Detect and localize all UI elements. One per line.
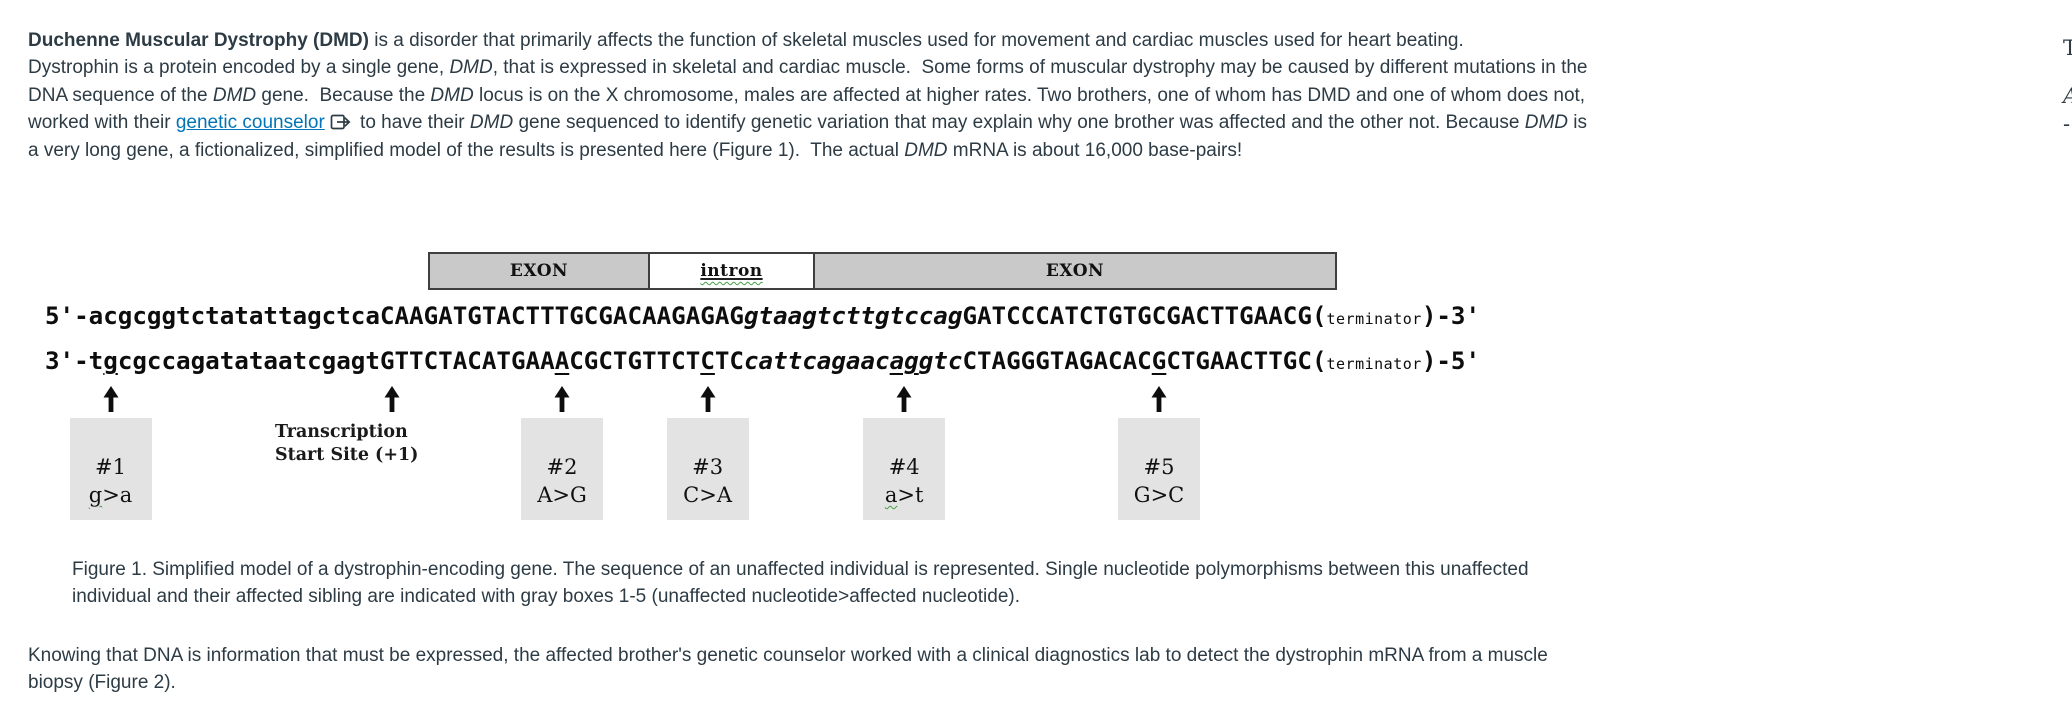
text-segment: is — [1568, 112, 1587, 134]
sequence-segment: cgccagatataatcgagt — [117, 347, 380, 375]
text-segment: DNA sequence of the — [28, 84, 213, 106]
sequence-segment: ( — [1311, 347, 1327, 375]
snp-nucleotide: G — [1151, 347, 1167, 375]
snp-change: G>C — [1133, 483, 1185, 507]
sequence-segment: ( — [1311, 302, 1327, 330]
sequence-segment: gtc — [918, 347, 963, 375]
genetic-counselor-link[interactable]: genetic counselor — [175, 112, 325, 134]
exon-label: EXON — [1045, 261, 1105, 281]
snp-id: #4 — [888, 455, 920, 479]
sequence-segment: 5'-acgcggtctatattagctca — [45, 302, 380, 330]
intron-box: intron — [650, 254, 815, 288]
text-segment: locus is on the X chromosome, males are … — [473, 84, 1586, 106]
sequence-segment: gtaagtcttgtccag — [744, 302, 963, 330]
snp-arrow-icon-4 — [896, 386, 912, 412]
tss-arrow-icon — [384, 386, 400, 412]
text-line: Dystrophin is a protein encoded by a sin… — [28, 54, 2013, 81]
sequence-segment: cattcagaac — [744, 347, 890, 375]
closing-line-2: biopsy (Figure 2). — [28, 672, 176, 694]
snp-arrow-icon-1 — [103, 386, 119, 412]
clipped-text-fragment: T — [2063, 36, 2072, 60]
gene-structure-bar: EXON intron EXON — [428, 252, 1337, 290]
text-line: Duchenne Muscular Dystrophy (DMD) is a d… — [28, 27, 2013, 54]
text-segment: DMD — [1524, 112, 1568, 134]
closing-line-1: Knowing that DNA is information that mus… — [28, 645, 1548, 666]
sequence-segment: CTAGGGTAGACAC — [962, 347, 1152, 375]
sequence-segment: terminator — [1326, 355, 1422, 373]
snp-id: #3 — [692, 455, 724, 479]
text-line: a very long gene, a fictionalized, simpl… — [28, 137, 2013, 164]
dna-strand-5to3: 5'-acgcggtctatattagctcaCAAGATGTACTTTGCGA… — [45, 301, 1480, 334]
sequence-segment: CAAGATGTACTTTGCGACAAGAGAG — [379, 302, 744, 330]
sequence-segment: 3'-t — [45, 347, 104, 375]
transcription-start-label: Transcription Start Site (+1) — [275, 421, 418, 467]
text-segment: Dystrophin is a protein encoded by a sin… — [28, 57, 450, 79]
text-segment: is a disorder that primarily affects the… — [368, 30, 1464, 51]
snp-nucleotide: A — [554, 347, 570, 375]
text-segment: a very long gene, a fictionalized, simpl… — [28, 139, 905, 161]
text-segment: DMD — [449, 57, 493, 79]
intro-paragraph: Duchenne Muscular Dystrophy (DMD) is a d… — [28, 27, 2013, 164]
tss-line-2: Start Site (+1) — [275, 445, 419, 465]
snp-box-1: #1 g>a — [69, 418, 152, 520]
sequence-segment: CGCTGTTCT — [569, 347, 701, 375]
sequence-segment: GTTCTACATGAA — [379, 347, 555, 375]
snp-id: #2 — [546, 455, 578, 479]
text-line: worked with their genetic counselor to h… — [28, 109, 2013, 136]
sequence-segment: )-5' — [1421, 347, 1481, 375]
snp-arrow-icon-3 — [700, 386, 716, 412]
clipped-text-fragment: A — [2063, 84, 2072, 108]
text-segment: DMD — [212, 84, 257, 106]
text-segment: , that is expressed in skeletal and card… — [492, 57, 1588, 79]
text-segment: worked with their — [28, 112, 176, 134]
snp-id: #5 — [1143, 455, 1175, 479]
figure1-caption: Figure 1. Simplified model of a dystroph… — [72, 556, 2012, 611]
dna-strand-3to5: 3'-tgcgccagatataatcgagtGTTCTACATGAAACGCT… — [45, 346, 1480, 379]
clipped-text-fragment: - — [2063, 112, 2071, 136]
sequence-segment: terminator — [1326, 310, 1422, 328]
snp-nucleotide: C — [700, 347, 715, 375]
text-segment: DMD — [904, 139, 948, 161]
snp-change: a>t — [884, 483, 924, 507]
closing-paragraph: Knowing that DNA is information that mus… — [28, 642, 2013, 697]
sequence-segment: GATCCCATCTGTGCGACTTGAACG — [962, 302, 1312, 330]
exon-label: EXON — [509, 261, 569, 281]
intron-label: intron — [700, 261, 763, 281]
snp-box-4: #4 a>t — [863, 418, 946, 520]
text-segment: gene sequenced to identify genetic varia… — [513, 112, 1525, 134]
sequence-segment: TC — [714, 347, 744, 375]
text-line: DNA sequence of the DMD gene. Because th… — [28, 82, 2013, 109]
caption-line-1: Figure 1. Simplified model of a dystroph… — [72, 559, 1529, 580]
text-segment: to have their — [354, 112, 470, 134]
exon-box-right: EXON — [815, 254, 1335, 288]
external-link-icon — [330, 114, 351, 130]
text-segment: mRNA is about 16,000 base-pairs! — [947, 139, 1243, 161]
caption-line-2: individual and their affected sibling ar… — [72, 586, 1020, 608]
sequence-segment: CTGAACTTGC — [1166, 347, 1312, 375]
text-segment: Duchenne Muscular Dystrophy (DMD) — [28, 30, 369, 51]
snp-nucleotide: ag — [889, 347, 919, 375]
tss-line-1: Transcription — [275, 422, 408, 442]
sequence-segment: )-3' — [1421, 302, 1481, 330]
snp-change: C>A — [683, 483, 733, 507]
text-segment: DMD — [469, 112, 514, 134]
snp-change: A>G — [537, 483, 587, 507]
text-segment: DMD — [430, 84, 474, 106]
snp-arrow-icon-2 — [554, 386, 570, 412]
snp-id: #1 — [95, 455, 127, 479]
snp-nucleotide: g — [103, 347, 118, 375]
exon-box-left: EXON — [430, 254, 650, 288]
text-segment: gene. Because the — [256, 84, 431, 106]
snp-change: g>a — [88, 483, 133, 507]
snp-arrow-icon-5 — [1151, 386, 1167, 412]
